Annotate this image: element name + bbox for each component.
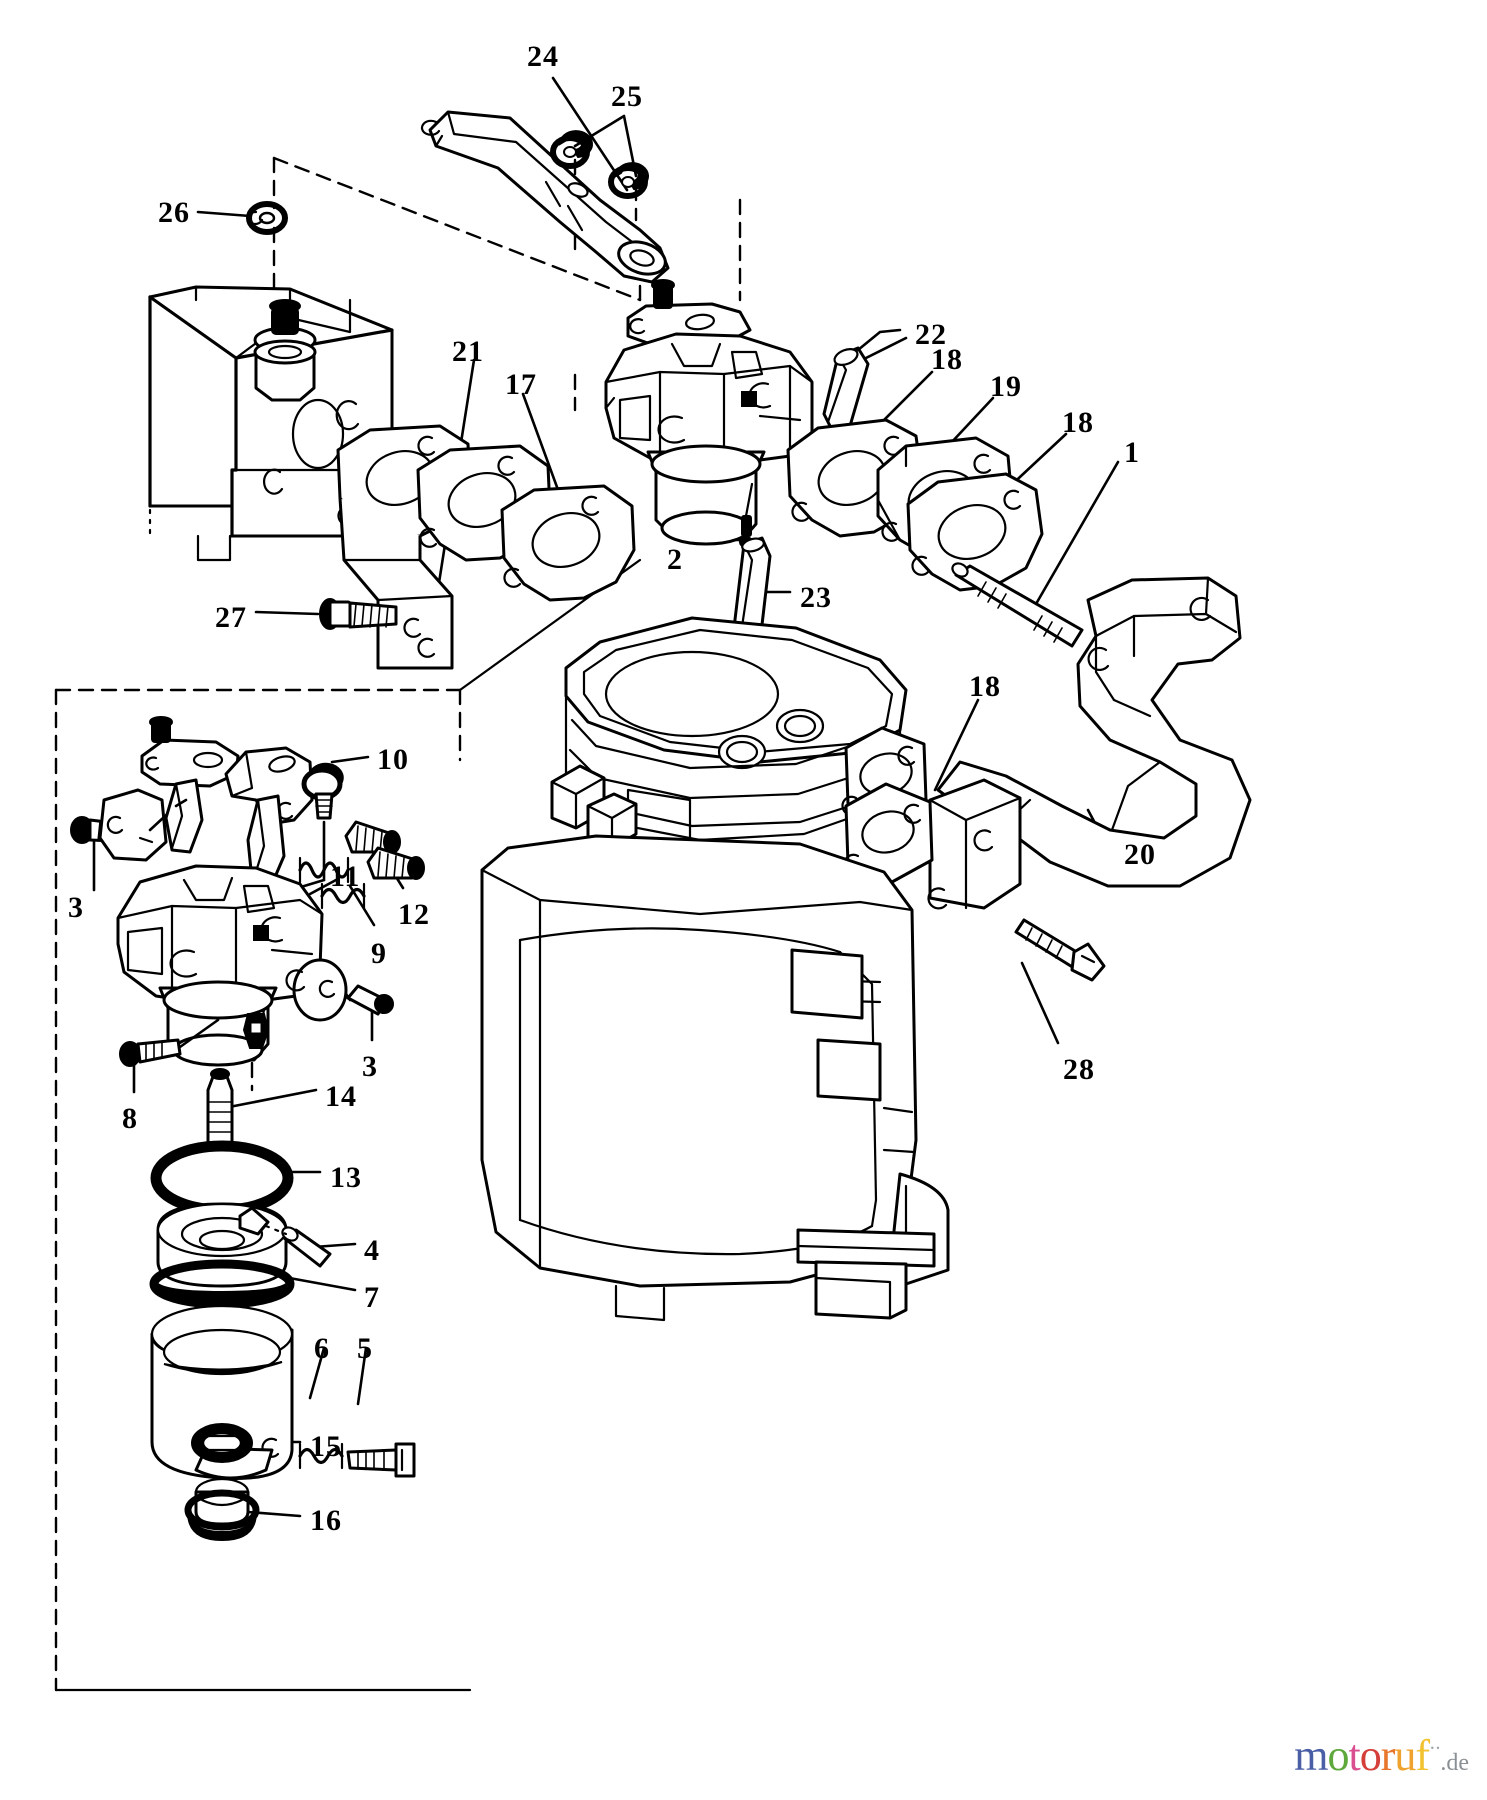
part-8-screw	[119, 1018, 220, 1067]
part-22-dowel-pin	[822, 328, 902, 432]
part-3-screw-right	[285, 958, 394, 1022]
part-21-bracket	[336, 424, 472, 670]
callout-20: 20	[1124, 838, 1156, 871]
inset-carburetor-body	[116, 864, 324, 1067]
callout-28: 28	[1063, 1053, 1095, 1086]
callout-24: 24	[527, 40, 559, 73]
callout-13: 13	[330, 1161, 362, 1194]
part-4-float-pin	[238, 1206, 332, 1268]
choke-plate	[98, 788, 178, 862]
motoruf-watermark: motoruf··.de	[1294, 1734, 1469, 1778]
callout-5: 5	[357, 1332, 373, 1365]
throttle-lever-right	[224, 746, 314, 922]
callout-21: 21	[452, 335, 484, 368]
watermark-letter-u: u	[1394, 1731, 1416, 1780]
part-2-carburetor	[604, 279, 814, 548]
part-9-spring	[320, 882, 366, 910]
callout-7: 7	[364, 1281, 380, 1314]
watermark-suffix: .de	[1440, 1750, 1469, 1776]
part-7-float-bowl-gasket	[149, 1202, 295, 1309]
callout-25: 25	[611, 80, 643, 113]
watermark-letter-r: r	[1380, 1731, 1396, 1780]
part-25-e-clips	[550, 130, 649, 199]
part-6-spring	[298, 1442, 344, 1470]
part-17-insulator-gasket	[416, 444, 636, 602]
callout-15: 15	[310, 1430, 342, 1463]
part-12-adjusting-screw	[344, 820, 425, 880]
float-bowl	[150, 1304, 294, 1480]
callout-11: 11	[330, 860, 361, 893]
part-11-spring	[298, 856, 350, 884]
callout-8: 8	[122, 1102, 138, 1135]
part-27-flange-bolt	[319, 598, 398, 630]
part-5-screw	[346, 1442, 416, 1478]
carburetor-detail-inset	[70, 716, 425, 1542]
part-28-flange-bolt	[1014, 918, 1106, 982]
callout-2: 2	[667, 543, 683, 576]
part-18-gasket-block	[927, 778, 1022, 910]
callout-18-mid: 18	[1062, 406, 1094, 439]
callout-23: 23	[800, 581, 832, 614]
part-15-washer	[191, 1423, 253, 1463]
watermark-letter-m: m	[1294, 1731, 1328, 1780]
callout-27: 27	[215, 601, 247, 634]
watermark-letter-t: t	[1348, 1731, 1360, 1780]
callout-16: 16	[310, 1504, 342, 1537]
part-1-long-bolt	[951, 562, 1084, 648]
part-24-governor-link-lever	[420, 110, 670, 284]
part-26-e-clip	[246, 201, 288, 235]
callout-9: 9	[371, 937, 387, 970]
engine-block	[480, 616, 950, 1322]
part-16-drain-plug	[184, 1477, 260, 1542]
callout-3-left: 3	[68, 891, 84, 924]
watermark-letter-f: f	[1415, 1731, 1430, 1780]
part-18-gasket-lower	[906, 472, 1044, 592]
part-13-o-ring	[150, 1140, 294, 1216]
callout-1: 1	[1124, 436, 1140, 469]
watermark-accent-dots: ··	[1429, 1737, 1441, 1760]
throttle-lever-left	[140, 716, 240, 854]
callout-10: 10	[377, 743, 409, 776]
inset-jet-stub	[242, 1013, 270, 1049]
callout-6: 6	[314, 1332, 330, 1365]
callout-3-right: 3	[362, 1050, 378, 1083]
fuel-tank-housing	[148, 285, 394, 562]
callout-19: 19	[990, 370, 1022, 403]
callout-4: 4	[364, 1234, 380, 1267]
watermark-letter-o2: o	[1359, 1731, 1382, 1780]
callout-17: 17	[505, 368, 537, 401]
watermark-letter-o1: o	[1327, 1731, 1349, 1780]
callout-18-block: 18	[969, 670, 1001, 703]
callout-18-upper: 18	[931, 343, 963, 376]
callout-26: 26	[158, 196, 190, 229]
callout-12: 12	[398, 898, 430, 931]
callout-14: 14	[325, 1080, 357, 1113]
callout-22: 22	[915, 318, 947, 351]
